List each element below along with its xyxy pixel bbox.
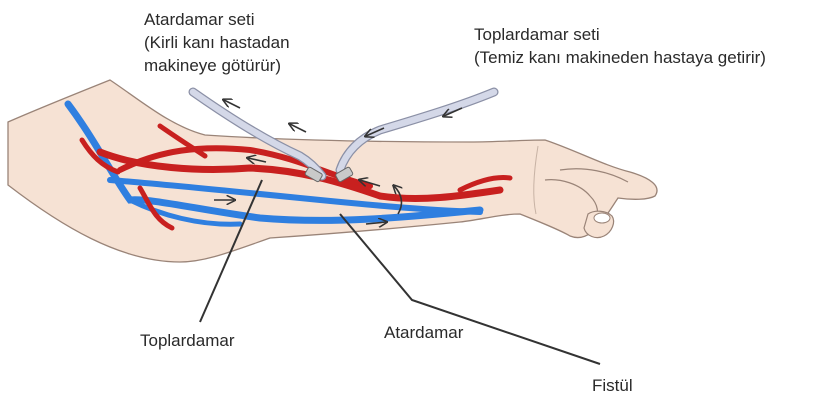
vein-label: Toplardamar [140, 331, 235, 350]
flow-arrow-icon [290, 124, 306, 132]
arterial-set-desc-line2: makineye götürür) [144, 56, 281, 75]
artery-label: Atardamar [384, 323, 464, 342]
venous-set-title: Toplardamar seti [474, 25, 600, 44]
arterial-set-title: Atardamar seti [144, 10, 255, 29]
thumbnail [594, 213, 610, 223]
fistula-label: Fistül [592, 376, 633, 395]
artery-leader-line [340, 214, 600, 364]
arterial-set-desc-line1: (Kirli kanı hastadan [144, 33, 290, 52]
flow-arrow-icon [224, 100, 240, 108]
venous-set-desc: (Temiz kanı makineden hastaya getirir) [474, 48, 766, 67]
